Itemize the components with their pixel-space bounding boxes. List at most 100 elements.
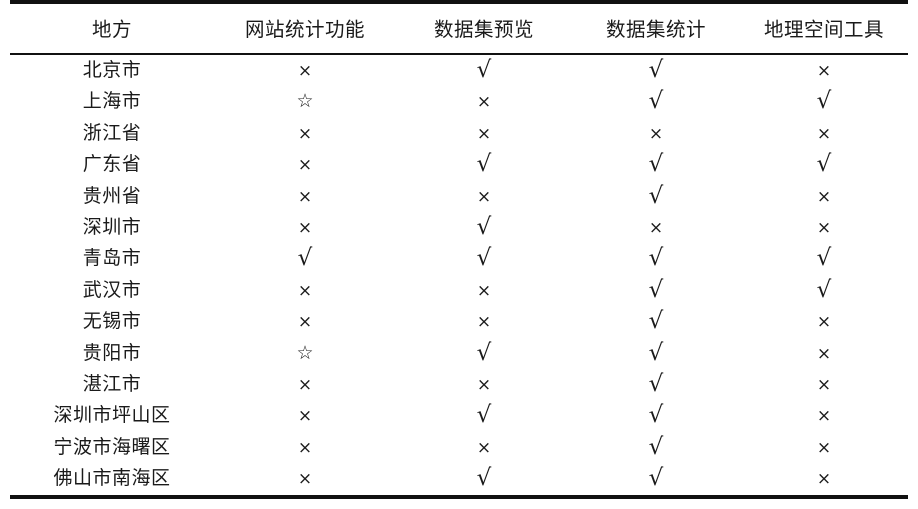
cell-preview: × (396, 369, 572, 400)
cross-icon: × (816, 123, 832, 144)
cell-dsstats: √ (572, 400, 740, 431)
cell-geotools: × (740, 54, 908, 86)
cross-icon: × (816, 406, 832, 427)
cell-webstats: × (214, 149, 396, 180)
cross-icon: × (816, 343, 832, 364)
cell-dsstats: √ (572, 243, 740, 274)
cell-dsstats: √ (572, 181, 740, 212)
check-icon: √ (816, 151, 832, 178)
cell-preview: √ (396, 212, 572, 243)
column-header-preview: 数据集预览 (396, 4, 572, 55)
check-icon: √ (648, 402, 664, 429)
cell-dsstats: √ (572, 369, 740, 400)
cross-icon: × (297, 186, 313, 207)
cell-geotools: × (740, 212, 908, 243)
cell-dsstats: × (572, 212, 740, 243)
cross-icon: × (816, 375, 832, 396)
cross-icon: × (297, 123, 313, 144)
cell-place: 广东省 (82, 153, 142, 176)
table-row: 贵阳市☆√√× (10, 338, 908, 369)
check-icon: √ (648, 339, 664, 366)
cross-icon: × (476, 437, 492, 458)
cross-icon: × (297, 437, 313, 458)
table-row: 深圳市坪山区 × √ √ × (10, 400, 908, 431)
cell-place: 上海市 (82, 90, 142, 113)
table-row: 上海市 ☆ × √ √ (10, 86, 908, 117)
check-icon: √ (648, 88, 664, 115)
check-icon: √ (648, 151, 664, 178)
cell-geotools: × (740, 181, 908, 212)
cell-preview: √ (396, 338, 572, 369)
cell-geotools: √ (740, 86, 908, 117)
cell-dsstats: √ (572, 149, 740, 180)
cross-icon: × (297, 61, 313, 81)
cell-geotools: √ (740, 275, 908, 306)
cell-place: 湛江市 (82, 373, 142, 396)
capability-comparison-table: 地方 网站统计功能 数据集预览 数据集统计 地理空间工具 北京市×√√×上海市☆… (10, 0, 908, 499)
cell-dsstats: √ (572, 54, 740, 86)
cross-icon: × (816, 469, 832, 490)
cross-icon: × (648, 218, 664, 239)
cross-icon: × (476, 312, 492, 333)
cell-geotools: × (740, 306, 908, 337)
check-icon: √ (476, 57, 492, 83)
check-icon: √ (476, 402, 492, 429)
cross-icon: × (816, 312, 832, 333)
star-icon: ☆ (296, 341, 314, 364)
check-icon: √ (648, 57, 664, 83)
column-header-geotools: 地理空间工具 (740, 4, 908, 55)
column-header-webstats: 网站统计功能 (214, 4, 396, 55)
cell-dsstats: × (572, 118, 740, 149)
check-icon: √ (816, 276, 832, 303)
cell-preview: √ (396, 54, 572, 86)
cell-preview: √ (396, 243, 572, 274)
table-row: 无锡市××√× (10, 306, 908, 337)
cell-webstats: × (214, 181, 396, 212)
column-header-place: 地方 (10, 4, 214, 55)
cell-geotools: × (740, 118, 908, 149)
cell-place: 深圳市 (82, 216, 142, 239)
cross-icon: × (816, 437, 832, 458)
check-icon: √ (648, 371, 664, 398)
cell-place: 深圳市坪山区 (53, 404, 171, 427)
cell-place: 青岛市 (82, 247, 142, 270)
check-icon: √ (297, 245, 313, 272)
cross-icon: × (297, 406, 313, 427)
cell-place: 宁波市海曙区 (53, 435, 171, 458)
cell-webstats: × (214, 432, 396, 463)
cell-place: 贵州省 (82, 184, 142, 207)
cell-preview: × (396, 118, 572, 149)
table-row: 广东省×√√√ (10, 149, 908, 180)
cell-dsstats: √ (572, 463, 740, 499)
cross-icon: × (816, 186, 832, 207)
table-row: 北京市×√√× (10, 54, 908, 86)
cell-geotools: × (740, 432, 908, 463)
cell-geotools: √ (740, 243, 908, 274)
cell-webstats: × (214, 306, 396, 337)
cross-icon: × (297, 218, 313, 239)
check-icon: √ (476, 339, 492, 366)
table-row: 佛山市南海区×√√× (10, 463, 908, 499)
check-icon: √ (648, 308, 664, 335)
check-icon: √ (648, 276, 664, 303)
cross-icon: × (476, 92, 492, 113)
cross-icon: × (816, 218, 832, 239)
check-icon: √ (476, 214, 492, 241)
cell-place: 浙江省 (82, 121, 142, 144)
cross-icon: × (297, 280, 313, 301)
check-icon: √ (476, 465, 492, 492)
table-row: 深圳市 × √ × × (10, 212, 908, 243)
star-icon: ☆ (296, 90, 314, 113)
check-icon: √ (648, 433, 664, 460)
table-row: 青岛市√√√√ (10, 243, 908, 274)
table-row: 湛江市××√× (10, 369, 908, 400)
cell-webstats: × (214, 118, 396, 149)
cell-webstats: × (214, 463, 396, 499)
check-icon: √ (648, 465, 664, 492)
cross-icon: × (476, 186, 492, 207)
cell-geotools: × (740, 400, 908, 431)
cell-geotools: × (740, 338, 908, 369)
cell-webstats: √ (214, 243, 396, 274)
check-icon: √ (816, 245, 832, 272)
